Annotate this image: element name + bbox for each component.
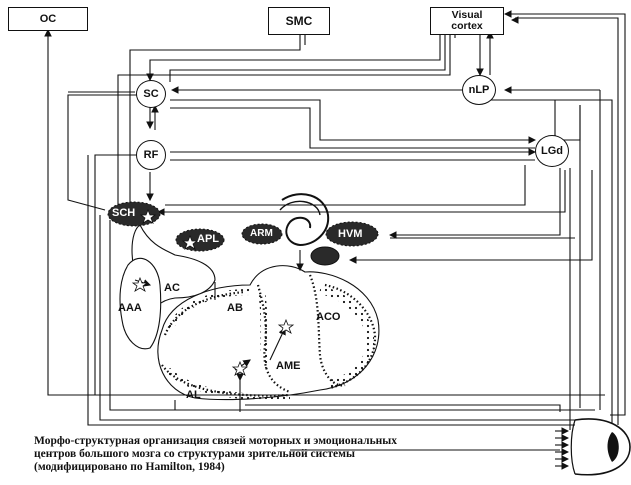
hvm-label: HVM bbox=[338, 228, 362, 240]
aco-label: ACO bbox=[316, 311, 340, 323]
ab-label: AB bbox=[227, 302, 243, 314]
sc-node: SC bbox=[136, 80, 166, 108]
lgd-node: LGd bbox=[535, 135, 569, 167]
caption-line-3: (модифицировано по Hamilton, 1984) bbox=[34, 461, 554, 474]
ame-label: AME bbox=[276, 360, 300, 372]
figure-caption: Морфо-структурная организация связей мот… bbox=[34, 435, 554, 474]
lgd-label: LGd bbox=[541, 145, 563, 157]
rf-label: RF bbox=[144, 149, 159, 161]
caption-line-1: Морфо-структурная организация связей мот… bbox=[34, 435, 554, 448]
eye-icon bbox=[571, 419, 630, 475]
smc-label: SMC bbox=[286, 16, 313, 27]
arm-label: ARM bbox=[250, 228, 273, 239]
sc-label: SC bbox=[143, 88, 158, 100]
ml-oval bbox=[311, 247, 339, 265]
smc-box: SMC bbox=[268, 7, 330, 35]
oc-label: OC bbox=[40, 14, 57, 25]
caption-line-2: центров большого мозга со структурами зр… bbox=[34, 448, 554, 461]
sch-label: SCH bbox=[112, 207, 135, 219]
al-label: AL bbox=[186, 389, 201, 401]
visual-cortex-label-2: cortex bbox=[451, 21, 483, 32]
nlp-node: nLP bbox=[462, 75, 496, 105]
ac-label: AC bbox=[164, 282, 180, 294]
visual-cortex-box: Visual cortex bbox=[430, 7, 504, 35]
nlp-label: nLP bbox=[469, 84, 490, 96]
rf-node: RF bbox=[136, 140, 166, 170]
apl-label: APL bbox=[197, 233, 219, 245]
aaa-label: AAA bbox=[118, 302, 142, 314]
oc-box: OC bbox=[8, 7, 88, 31]
